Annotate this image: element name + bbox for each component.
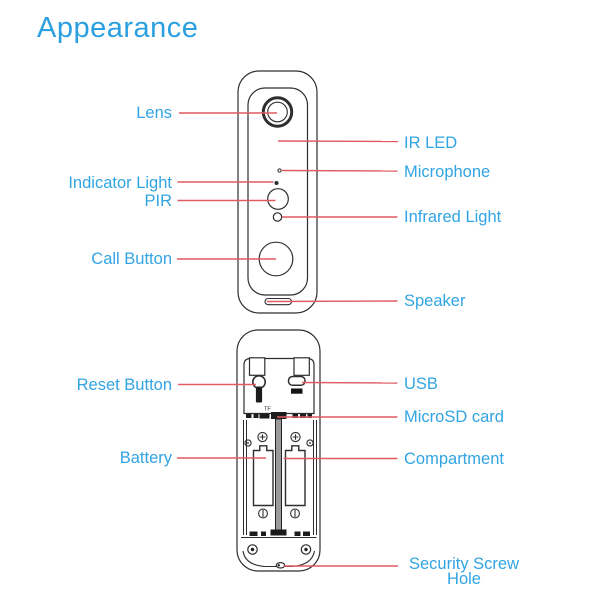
front-outer-body	[237, 70, 318, 314]
battery-slot-right	[284, 445, 306, 507]
leader-usb	[301, 381, 398, 384]
microphone-hole	[277, 168, 282, 173]
battery-minus-marks	[258, 508, 300, 519]
mount-notch-right	[293, 357, 310, 376]
leader-ir-led	[277, 140, 399, 143]
bottom-latch-row	[249, 529, 310, 536]
lens-ring	[261, 96, 294, 128]
tf-slot-marking: TF	[264, 407, 271, 413]
label-speaker: Speaker	[404, 292, 466, 310]
battery-plus-marks	[257, 431, 301, 443]
reset-button-circle	[252, 374, 267, 389]
security-screw-hole-dot	[277, 564, 280, 567]
label-indicator-light: Indicator Light	[68, 174, 172, 192]
compartment-side-walls	[243, 420, 317, 535]
infrared-light-window	[272, 212, 283, 222]
label-security-screw-hole: Security Screw Hole	[408, 555, 520, 588]
label-compartment: Compartment	[404, 450, 504, 468]
reset-button-stem	[255, 386, 263, 403]
label-reset-button: Reset Button	[76, 376, 172, 394]
label-call-button: Call Button	[91, 250, 172, 268]
compartment-screws	[244, 439, 314, 447]
page-title: Appearance	[37, 12, 199, 44]
back-outer-body	[236, 329, 321, 572]
label-battery: Battery	[119, 449, 172, 467]
top-latch-row	[246, 412, 312, 419]
microsd-card-slot	[291, 388, 303, 394]
leader-microphone	[281, 169, 398, 172]
battery-slot-left	[252, 445, 274, 507]
label-infrared-light: Infrared Light	[404, 208, 502, 226]
leader-speaker	[266, 300, 398, 303]
mount-notch-left	[248, 357, 266, 376]
base-screws	[247, 544, 312, 555]
back-view-drawing: TF	[236, 329, 321, 572]
label-pir: PIR	[144, 192, 172, 210]
label-microsd-card: MicroSD card	[404, 408, 504, 426]
leader-lines	[177, 112, 399, 567]
lens-glass	[267, 101, 288, 123]
label-usb: USB	[404, 375, 438, 393]
label-ir-led: IR LED	[404, 134, 458, 152]
front-view-drawing	[237, 70, 318, 314]
usb-port	[287, 375, 306, 387]
pir-sensor	[267, 188, 289, 210]
security-screw-hole-shape	[275, 561, 286, 569]
front-face-panel	[247, 87, 309, 296]
battery-divider-rail	[275, 418, 282, 532]
label-lens: Lens	[136, 104, 172, 122]
indicator-light-dot	[274, 181, 279, 185]
label-microphone: Microphone	[404, 163, 491, 181]
